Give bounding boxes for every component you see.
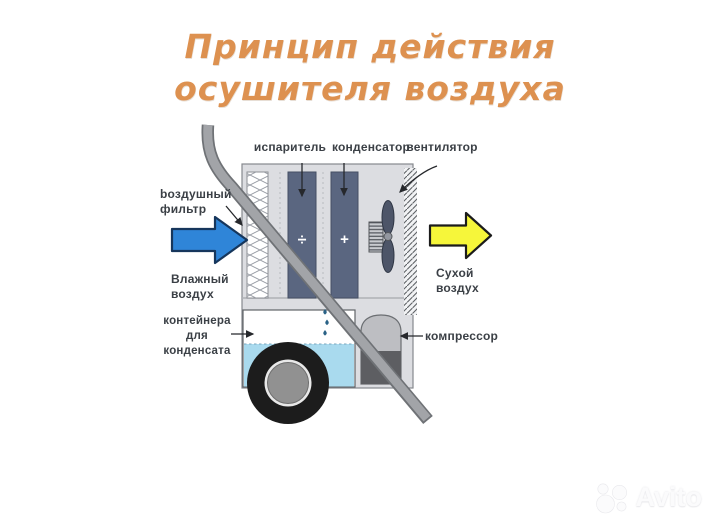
fan bbox=[368, 200, 395, 273]
evaporator-label: испаритель bbox=[253, 140, 327, 154]
wheel bbox=[247, 342, 329, 424]
vent-grille bbox=[404, 168, 417, 315]
pointer-arrows bbox=[225, 163, 438, 340]
wet-air-label: Влажный воздух bbox=[171, 272, 229, 301]
evaporator-cold-symbol: ÷ bbox=[298, 232, 307, 249]
avito-logo-icon bbox=[595, 483, 627, 514]
water-droplet bbox=[323, 309, 327, 315]
condensate-container-label: контейнера для конденсата bbox=[163, 315, 231, 357]
fan-pointer-arrow bbox=[399, 165, 438, 193]
fan-blade-top bbox=[381, 200, 395, 235]
water-droplet bbox=[325, 319, 329, 326]
fan-hub bbox=[383, 232, 393, 241]
fan-blade-bottom bbox=[381, 238, 395, 273]
wet-air-arrow bbox=[170, 215, 249, 265]
condenser-hot-symbol: + bbox=[340, 231, 349, 248]
avito-watermark-text: Avito bbox=[635, 481, 703, 512]
air-filter-label: bоздушный фильтр bbox=[160, 187, 232, 216]
page-title-line2: осушителя воздуха bbox=[174, 69, 566, 108]
page-title-line1: Принцип действия bbox=[184, 27, 556, 66]
dry-air-arrow bbox=[428, 211, 493, 260]
water-droplet bbox=[323, 330, 327, 336]
fan-label: вентилятор bbox=[406, 140, 478, 154]
compressor-label: компрессор bbox=[425, 329, 498, 343]
condenser-label: конденсатор bbox=[331, 140, 411, 154]
page-title: Принцип действия осушителя воздуха bbox=[32, 26, 708, 110]
avito-watermark: Avito bbox=[594, 478, 703, 516]
drain-tube bbox=[201, 124, 433, 425]
filter-pointer-arrow bbox=[225, 205, 243, 226]
condensate-droplets bbox=[323, 309, 329, 336]
dry-air-label: Сухой воздух bbox=[436, 266, 479, 295]
